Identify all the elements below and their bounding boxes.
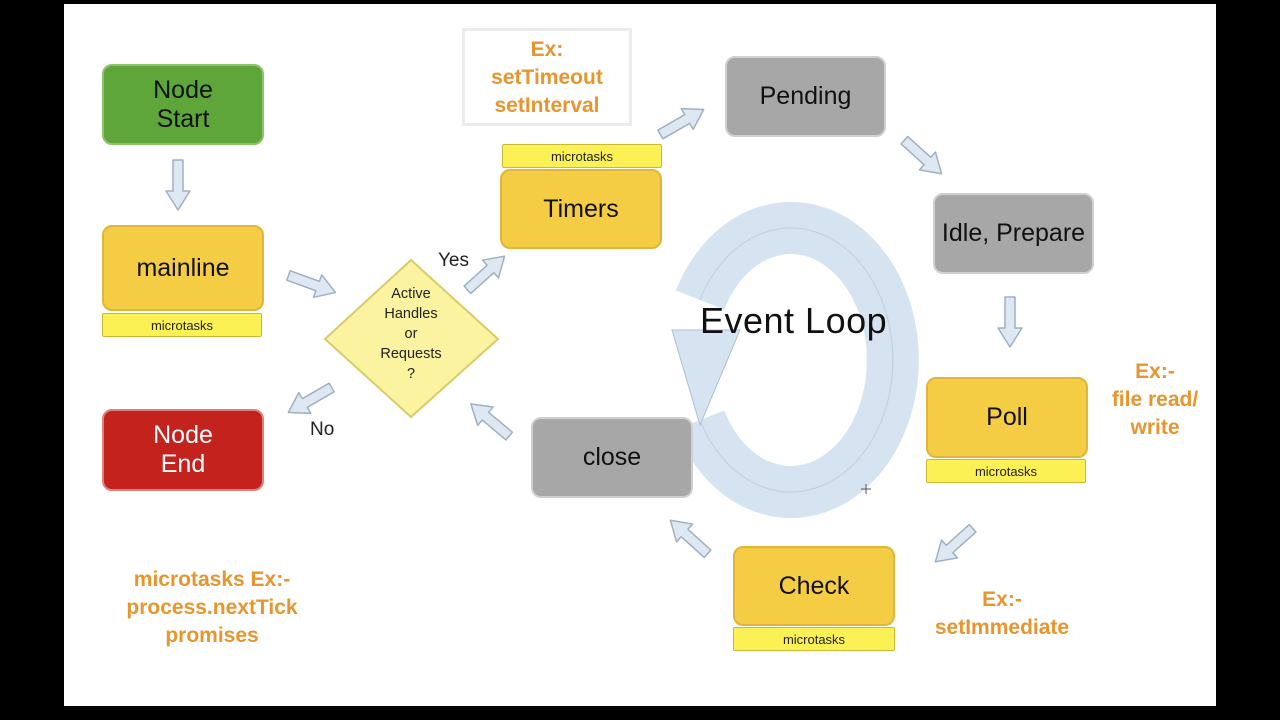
arrow-decision-to-end	[281, 376, 339, 424]
event-loop-cycle-icon	[671, 202, 919, 518]
arrow-close-to-decision	[462, 393, 518, 447]
timers-microtasks: microtasks	[502, 144, 662, 168]
arrow-idle-to-poll	[997, 296, 1023, 348]
node-end-box: Node End	[102, 409, 264, 491]
arrow-timers-to-pending	[653, 98, 711, 146]
poll-microtasks: microtasks	[926, 459, 1086, 483]
poll-example-annotation: Ex:- file read/ write	[1111, 360, 1199, 439]
yes-label: Yes	[438, 250, 469, 271]
decision-label: Active Handles or Requests ?	[380, 286, 442, 382]
check-example-annotation: Ex:- setImmediate	[934, 588, 1070, 639]
arrow-mainline-to-decision	[283, 263, 341, 305]
event-loop-label: Event Loop	[700, 300, 888, 341]
poll-box: Poll	[926, 377, 1088, 458]
arrow-pending-to-idle	[895, 130, 951, 184]
no-label: No	[310, 419, 335, 440]
decision-diamond	[323, 258, 500, 419]
mainline-box: mainline	[102, 225, 264, 311]
check-box: Check	[733, 546, 895, 626]
close-box: close	[531, 417, 693, 498]
pending-box: Pending	[725, 56, 886, 137]
timers-box: Timers	[500, 169, 662, 249]
timers-example-frame	[462, 28, 632, 126]
idle-prepare-box: Idle, Prepare	[933, 193, 1094, 274]
mainline-microtasks: microtasks	[102, 313, 262, 337]
check-microtasks: microtasks	[733, 627, 895, 651]
crosshair-icon	[861, 484, 871, 494]
arrow-check-to-close	[661, 510, 717, 564]
arrow-start-to-mainline	[165, 159, 191, 211]
arrow-poll-to-check	[926, 518, 982, 572]
node-start-box: Node Start	[102, 64, 264, 145]
microtasks-example-annotation: microtasks Ex:- process.nextTick promise…	[126, 568, 298, 647]
timers-example-annotation: Ex: setTimeout setInterval	[491, 38, 603, 117]
